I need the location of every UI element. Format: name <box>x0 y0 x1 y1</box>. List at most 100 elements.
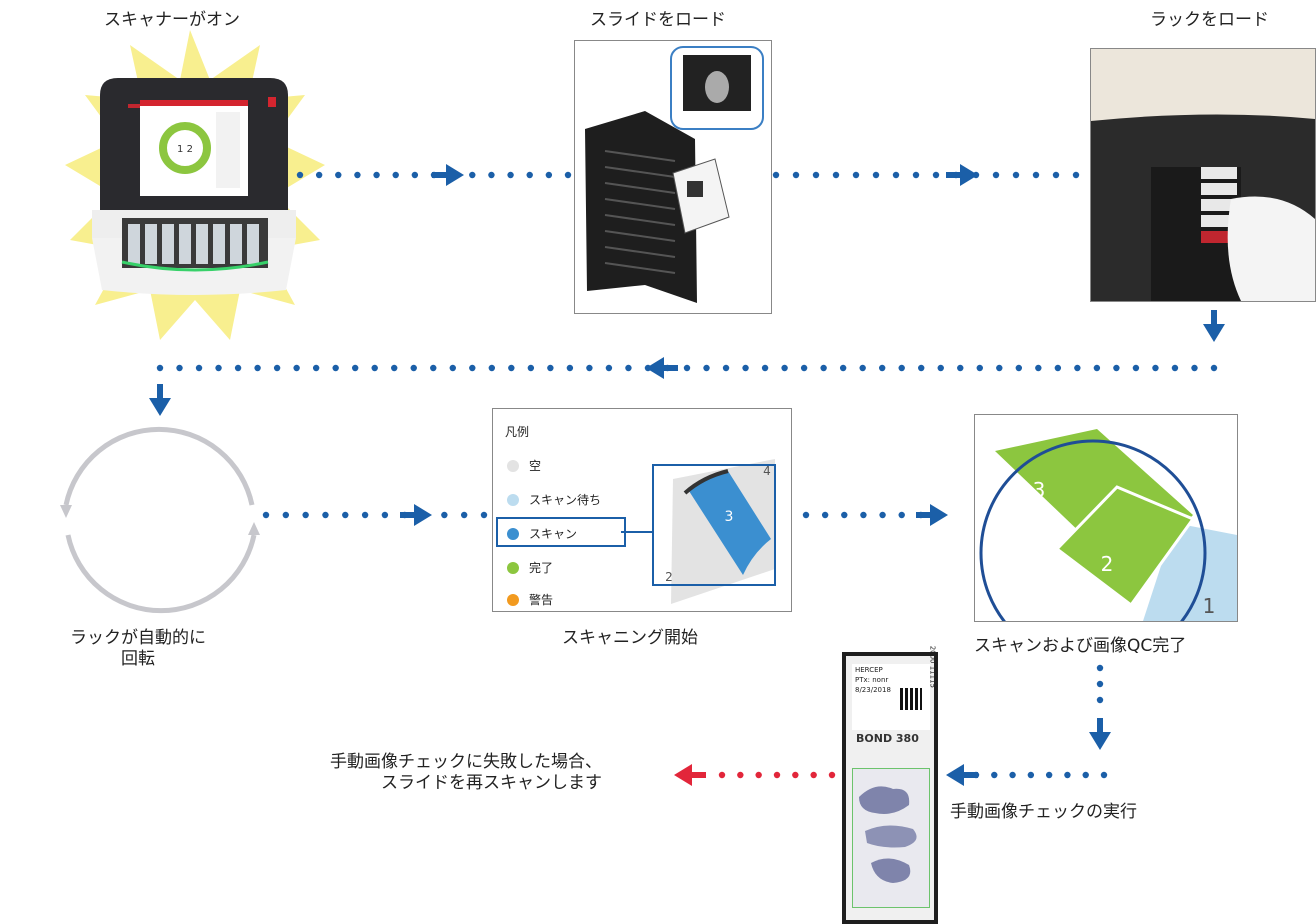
connector-scanner-slides-dot <box>373 171 380 179</box>
connector-scanner-slides-dot <box>354 171 361 179</box>
connector-scanner-slides-arrow-icon <box>432 164 464 186</box>
connector-return-dot <box>781 364 788 372</box>
step-manual-check: 手動画像チェックの実行 <box>950 802 1137 822</box>
done-dot-icon <box>507 561 519 574</box>
connector-return-dot <box>1132 364 1140 372</box>
rotation-ring-icon <box>60 426 260 614</box>
qc-slot-c: 1 <box>1203 594 1216 618</box>
connector-scanner-slides-dot <box>469 171 476 179</box>
connector-return-dot <box>761 364 769 372</box>
qc-slot-b: 2 <box>1101 552 1114 576</box>
connector-qc-down-dot <box>1096 680 1104 688</box>
connector-slides-rack-dot <box>1012 171 1020 179</box>
connector-return-dot <box>156 364 164 372</box>
connector-qc-down-dot <box>1096 696 1104 704</box>
connector-return-dot <box>625 364 632 372</box>
connector-to-slide-dot <box>991 771 998 779</box>
connector-return-dot <box>273 364 281 372</box>
connector-return-dot <box>1035 364 1042 372</box>
connector-scanner-slides-dot <box>507 171 514 179</box>
step-load-rack: ラックをロード <box>1150 10 1269 30</box>
connector-rescan-dot <box>773 771 781 779</box>
connector-return-dot <box>254 364 261 372</box>
slot-prev-number: 2 <box>665 570 673 584</box>
connector-return-dot <box>371 364 378 372</box>
connector-scan-qc-dot <box>898 511 905 519</box>
connector-slides-rack-dot <box>992 171 1000 179</box>
connector-slides-rack-dot <box>932 171 940 179</box>
connector-return-dot <box>449 364 456 372</box>
scanner-screen: 1 2 <box>140 100 248 196</box>
connector-ring-scan-dot <box>441 511 448 519</box>
connector-return-dot <box>996 364 1003 372</box>
connector-scan-qc-dot <box>879 511 886 519</box>
connector-return-dot <box>605 364 613 372</box>
connector-return-dot <box>703 364 710 372</box>
connector-to-slide-arrow-icon <box>946 764 978 786</box>
connector-scanner-slides-dot <box>488 171 495 179</box>
connector-return-dot <box>234 364 242 372</box>
step-scan-qc-done: スキャンおよび画像QC完了 <box>974 636 1187 656</box>
connector-qc-down-arrow-icon <box>1089 718 1111 750</box>
connector-layer <box>149 164 1225 786</box>
slot-next-number: 4 <box>763 464 771 478</box>
connector-ring-scan-dot <box>322 511 329 519</box>
connector-return-dot <box>859 364 866 372</box>
connector-return-dot <box>586 364 593 372</box>
connector-return-dot <box>215 364 222 372</box>
connector-return-dot <box>683 364 691 372</box>
connector-return-dot <box>898 364 905 372</box>
step-scanner-on: スキャナーがオン <box>104 10 240 30</box>
scanning-dot-icon <box>507 527 519 540</box>
connector-return-dot <box>1152 364 1159 372</box>
connector-return-dot <box>351 364 359 372</box>
connector-return-dot <box>839 364 847 372</box>
legend-panel: 凡例 空 スキャン待ち スキャン 完了 警告 3 4 2 <box>492 408 792 612</box>
connector-slides-rack-dot <box>1052 171 1060 179</box>
connector-ring-scan-dot <box>262 511 270 519</box>
qc-zoom-panel: 3 2 1 <box>974 414 1238 622</box>
connector-rescan-dot <box>755 771 762 779</box>
connector-scan-qc-dot <box>860 511 867 519</box>
connector-return-dot <box>332 364 339 372</box>
connector-to-slide-dot <box>1082 771 1089 779</box>
legend-title: 凡例 <box>505 425 530 439</box>
step-rescan: 手動画像チェックに失敗した場合、 スライドを再スキャンします <box>330 752 602 794</box>
connector-scanner-slides-dot <box>526 171 533 179</box>
slide-label: HERCEP PTx: nonr 8/23/2018 <box>852 664 930 730</box>
connector-return-dot <box>469 364 476 372</box>
connector-slides-rack-dot <box>832 171 840 179</box>
waiting-dot-icon <box>507 493 519 506</box>
connector-return-dot <box>976 364 983 372</box>
connector-return-dot <box>1171 364 1179 372</box>
connector-scanner-slides-dot <box>411 171 419 179</box>
connector-return-dot <box>918 364 925 372</box>
legend-item-scanning: スキャン <box>507 525 577 542</box>
connector-return-dot <box>1113 364 1120 372</box>
connector-ring-scan-dot <box>381 511 389 519</box>
connector-scanner-slides-dot <box>296 171 304 179</box>
connector-slides-rack-dot <box>1032 171 1040 179</box>
connector-qc-down-dot <box>1096 664 1104 672</box>
legend-item-waiting: スキャン待ち <box>507 491 601 508</box>
connector-scanner-slides-dot <box>392 171 399 179</box>
connector-return-dot <box>800 364 808 372</box>
connector-to-slide-dot <box>1009 771 1016 779</box>
connector-scan-qc-dot <box>841 511 848 519</box>
connector-scan-qc-arrow-icon <box>916 504 948 526</box>
slide-image: HERCEP PTx: nonr 8/23/2018 2000 11115 BO… <box>842 646 938 924</box>
connector-slides-rack-dot <box>852 171 860 179</box>
connector-scan-qc-dot <box>821 511 829 519</box>
connector-return-dot <box>1093 364 1101 372</box>
connector-rescan-dot <box>828 771 836 779</box>
connector-return-dot <box>878 364 886 372</box>
connector-ring-scan-dot <box>460 511 468 519</box>
connector-return-dot <box>1074 364 1081 372</box>
connector-ring-down-arrow-icon <box>149 384 171 416</box>
connector-to-slide-dot <box>1064 771 1071 779</box>
connector-ring-scan-dot <box>282 511 290 519</box>
connector-ring-scan-dot <box>480 511 488 519</box>
connector-to-slide-dot <box>1100 771 1108 779</box>
connector-ring-scan-arrow-icon <box>400 504 432 526</box>
